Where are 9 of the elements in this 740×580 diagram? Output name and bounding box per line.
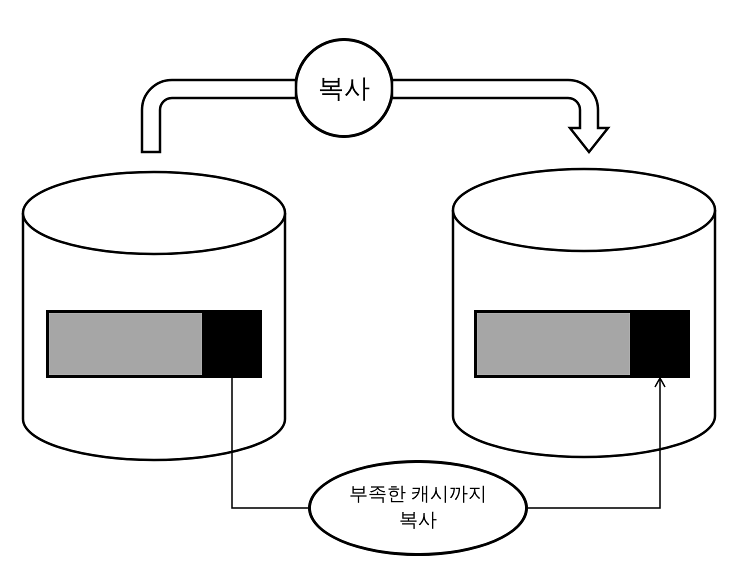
cylinder xyxy=(22,171,286,461)
cache-bar xyxy=(474,310,690,378)
node-label: 부족한 캐시까지 복사 xyxy=(348,482,488,533)
hollow-arrow xyxy=(390,78,610,154)
connector-arrow xyxy=(528,377,666,509)
cache-bar xyxy=(46,310,262,378)
cylinder xyxy=(452,168,716,458)
hollow-arrow xyxy=(140,78,298,154)
node-label: 복사 xyxy=(318,72,370,104)
